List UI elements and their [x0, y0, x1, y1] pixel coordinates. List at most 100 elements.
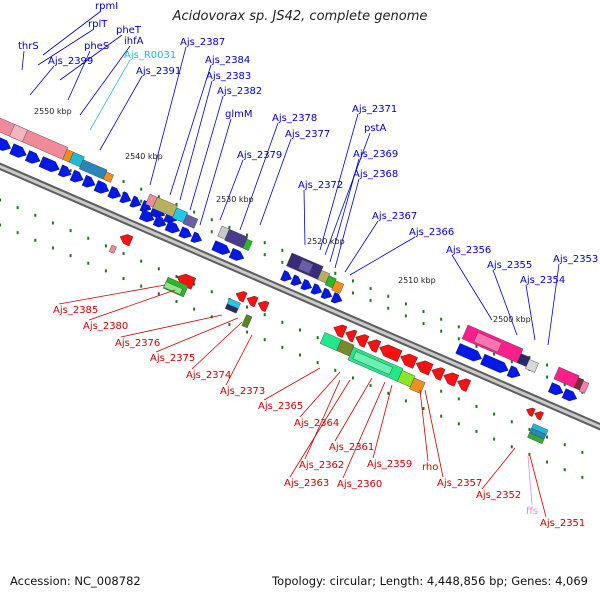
gene-arrow	[333, 324, 348, 338]
gene-arrow	[300, 278, 312, 291]
scale-tick	[140, 284, 143, 288]
gene-arrow	[320, 287, 333, 299]
scale-tick	[422, 322, 425, 326]
scale-tick	[351, 279, 354, 283]
gene-arrow	[310, 283, 323, 295]
gene-arrow	[548, 382, 564, 396]
scale-tick	[157, 267, 160, 271]
gene-arrow	[561, 388, 578, 402]
scale-label: 2520 kbp	[307, 237, 345, 246]
scale-tick	[34, 213, 37, 217]
gene-label: Ajs_2387	[180, 37, 225, 48]
gene-label: rplT	[88, 19, 108, 30]
gene-arrow	[119, 191, 132, 204]
scale-tick	[457, 422, 460, 426]
gene-label: rpmI	[95, 1, 118, 12]
gene-arrow	[355, 334, 370, 348]
gene-label: Ajs_R0031	[124, 50, 176, 61]
gene-arrow	[139, 209, 155, 223]
gene-label: Ajs_2368	[353, 169, 398, 180]
scale-label: 2550 kbp	[34, 107, 72, 116]
scale-tick	[299, 328, 301, 332]
leader-line	[344, 220, 379, 273]
leader-line	[239, 122, 279, 231]
gene-label: pheT	[116, 25, 142, 36]
gene-label: Ajs_2379	[237, 150, 282, 161]
scale-tick	[387, 294, 390, 298]
gene-arrow	[330, 292, 343, 304]
scale-tick	[210, 315, 213, 319]
scale-tick	[281, 345, 284, 349]
scale-tick	[493, 412, 496, 416]
scale-tick	[140, 199, 143, 203]
scale-tick	[0, 223, 1, 227]
gene-label: Ajs_2385	[53, 305, 98, 316]
scale-tick	[175, 274, 178, 278]
gene-arrow	[164, 220, 180, 234]
leader-line	[303, 189, 306, 246]
scale-tick	[369, 299, 372, 303]
gene-label: pheS	[84, 41, 109, 52]
leader-line	[59, 34, 123, 81]
leader-line	[155, 317, 239, 353]
leader-line	[259, 138, 292, 226]
leader-line	[299, 371, 341, 418]
leader-line	[289, 379, 351, 478]
scale-tick	[87, 236, 90, 240]
scale-tick	[440, 317, 443, 321]
scale-tick	[422, 310, 425, 314]
scale-tick	[546, 460, 549, 464]
scale-tick	[122, 180, 125, 184]
scale-label: 2530 kbp	[216, 195, 254, 204]
scale-tick	[104, 244, 107, 248]
scale-tick	[475, 429, 478, 433]
scale-tick	[0, 198, 1, 202]
gene-label: Ajs_2376	[115, 338, 160, 349]
map-title: Acidovorax sp. JS42, complete genome	[172, 9, 428, 24]
gene-label: Ajs_2357	[437, 478, 482, 489]
gene-label: ffs	[526, 506, 538, 517]
scale-tick	[440, 389, 443, 393]
leader-line	[88, 289, 176, 321]
leader-line	[334, 178, 360, 269]
leader-line	[324, 132, 371, 256]
gene-label: Ajs_2360	[337, 479, 382, 490]
scale-tick	[210, 230, 213, 234]
leader-line	[547, 263, 560, 346]
scale-tick	[404, 399, 407, 403]
scale-tick	[263, 241, 266, 245]
scale-tick	[281, 260, 284, 264]
scale-tick	[351, 291, 354, 295]
gene-label: Ajs_2355	[487, 260, 532, 271]
scale-tick	[69, 254, 72, 258]
gene-arrow	[228, 248, 245, 261]
gene-arrow	[81, 174, 96, 188]
gene-label: Ajs_2374	[186, 370, 231, 381]
gene-arrow	[534, 411, 544, 421]
leader-line	[334, 377, 373, 442]
gene-label: Ajs_2351	[540, 518, 585, 529]
gene-label: Ajs_2382	[217, 86, 262, 97]
gene-arrow	[0, 134, 12, 151]
gene-label: Ajs_2384	[205, 55, 250, 66]
gene-arrow	[400, 353, 418, 369]
leader-line	[527, 455, 533, 506]
leader-line	[349, 236, 416, 276]
scale-tick	[122, 252, 125, 256]
scale-tick	[210, 218, 213, 222]
gene-arrow	[24, 150, 41, 164]
scale-tick	[246, 330, 249, 334]
scale-tick	[263, 338, 266, 342]
scale-tick	[581, 450, 584, 454]
leader-line	[342, 381, 386, 479]
scale-tick	[157, 292, 160, 296]
scale-tick	[228, 225, 231, 229]
gene-arrow	[190, 231, 202, 243]
gene-label: Ajs_2356	[446, 245, 491, 256]
gene-block	[79, 159, 108, 180]
gene-arrow	[280, 270, 292, 282]
scale-label: 2500 kbp	[493, 315, 531, 324]
gene-block	[297, 259, 314, 274]
scale-tick	[475, 404, 478, 408]
